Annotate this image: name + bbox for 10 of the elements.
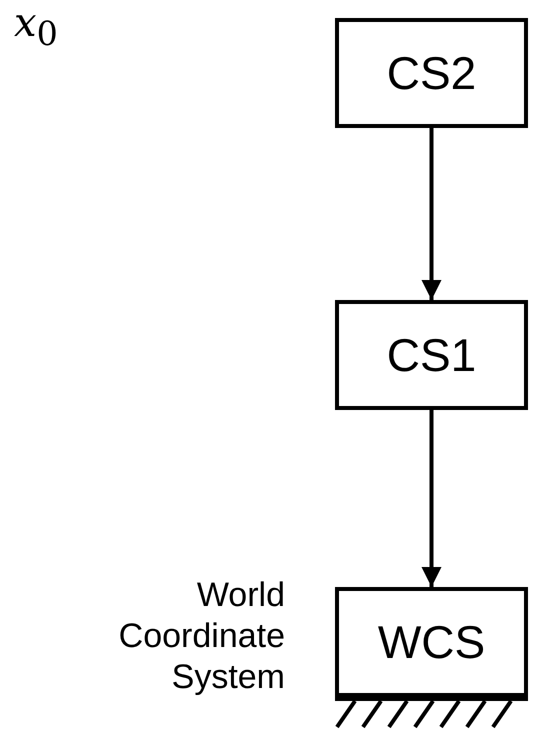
arrow [422,410,442,587]
process-box [335,300,528,410]
box-caption: World Coordinate System [118,575,285,698]
box-label: CS2 [386,46,476,100]
box-label: WCS [378,615,486,669]
math-label: x$_{0}$ [14,0,58,53]
process-box [335,18,528,128]
process-box [335,587,528,697]
box-label: CS1 [386,328,476,382]
arrow [422,128,442,300]
